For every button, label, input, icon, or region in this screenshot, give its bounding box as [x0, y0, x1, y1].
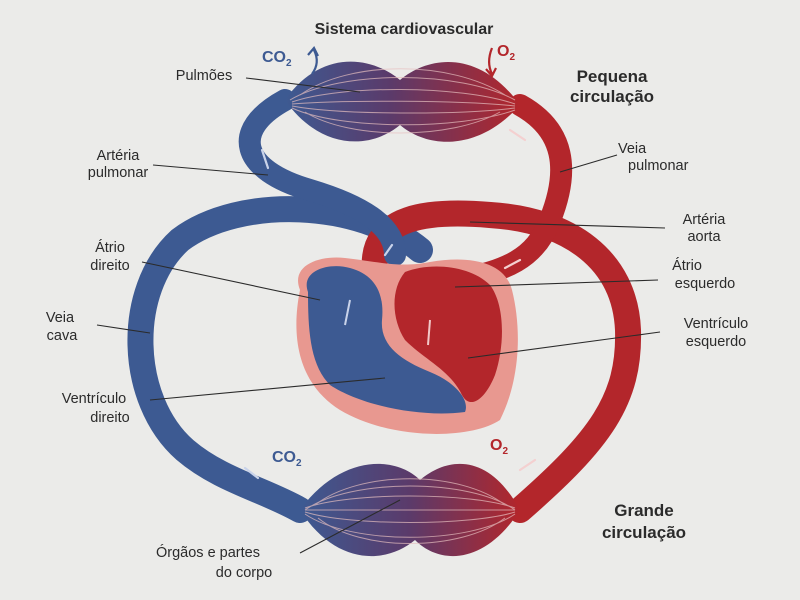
veia-pulmonar-label-2: pulmonar [628, 158, 689, 174]
lung-capillaries [285, 61, 520, 142]
orgaos-label-1: Órgãos e partes [156, 544, 260, 561]
right-heart-chambers [306, 266, 466, 414]
co2-bottom-label: CO2 [272, 449, 302, 469]
anatomy-labels: Pulmões Artéria pulmonar Veia pulmonar A… [46, 68, 748, 581]
aorta-vessel [361, 200, 642, 523]
left-heart-chambers [394, 266, 502, 403]
atrio-esquerdo-label-1: Átrio [672, 257, 702, 274]
o2-top-label: O2 [497, 43, 515, 63]
o2-top-arrow-icon [485, 47, 497, 78]
arteria-aorta-label-1: Artéria [683, 212, 727, 228]
veia-pulmonar-label-1: Veia [618, 141, 647, 157]
pequena-circulacao-label-2: circulação [570, 87, 654, 106]
diagram-title: Sistema cardiovascular [315, 21, 494, 38]
heart [296, 257, 518, 434]
atrio-esquerdo-label-2: esquerdo [675, 276, 735, 292]
atrio-direito-label-1: Átrio [95, 239, 125, 256]
veia-cava-label-1: Veia [46, 310, 75, 326]
co2-top-arrow-icon [307, 46, 319, 75]
body-capillaries [300, 463, 520, 557]
ventriculo-direito-label-1: Ventrículo [62, 391, 127, 407]
orgaos-label-2: do corpo [216, 565, 272, 581]
pulmoes-label: Pulmões [176, 68, 232, 84]
atrio-direito-label-2: direito [90, 258, 130, 274]
o2-bottom-label: O2 [490, 437, 508, 457]
vena-cava-vessel [127, 196, 433, 523]
flow-arrows [243, 128, 537, 480]
arteria-pulmonar-label-2: pulmonar [88, 165, 149, 181]
leader-lines [96, 77, 666, 554]
ventriculo-esquerdo-label-2: esquerdo [686, 334, 746, 350]
pulmonary-artery-vessel [238, 89, 406, 266]
ventriculo-direito-label-2: direito [90, 410, 130, 426]
grande-circulacao-label-2: circulação [602, 523, 686, 542]
pulmonary-vein-vessel [449, 94, 573, 291]
arteria-aorta-label-2: aorta [687, 229, 721, 245]
ventriculo-esquerdo-label-1: Ventrículo [684, 316, 749, 332]
co2-top-label: CO2 [262, 49, 292, 69]
pequena-circulacao-label-1: Pequena [577, 67, 648, 86]
veia-cava-label-2: cava [47, 328, 79, 344]
arteria-pulmonar-label-1: Artéria [97, 148, 141, 164]
grande-circulacao-label-1: Grande [614, 501, 674, 520]
